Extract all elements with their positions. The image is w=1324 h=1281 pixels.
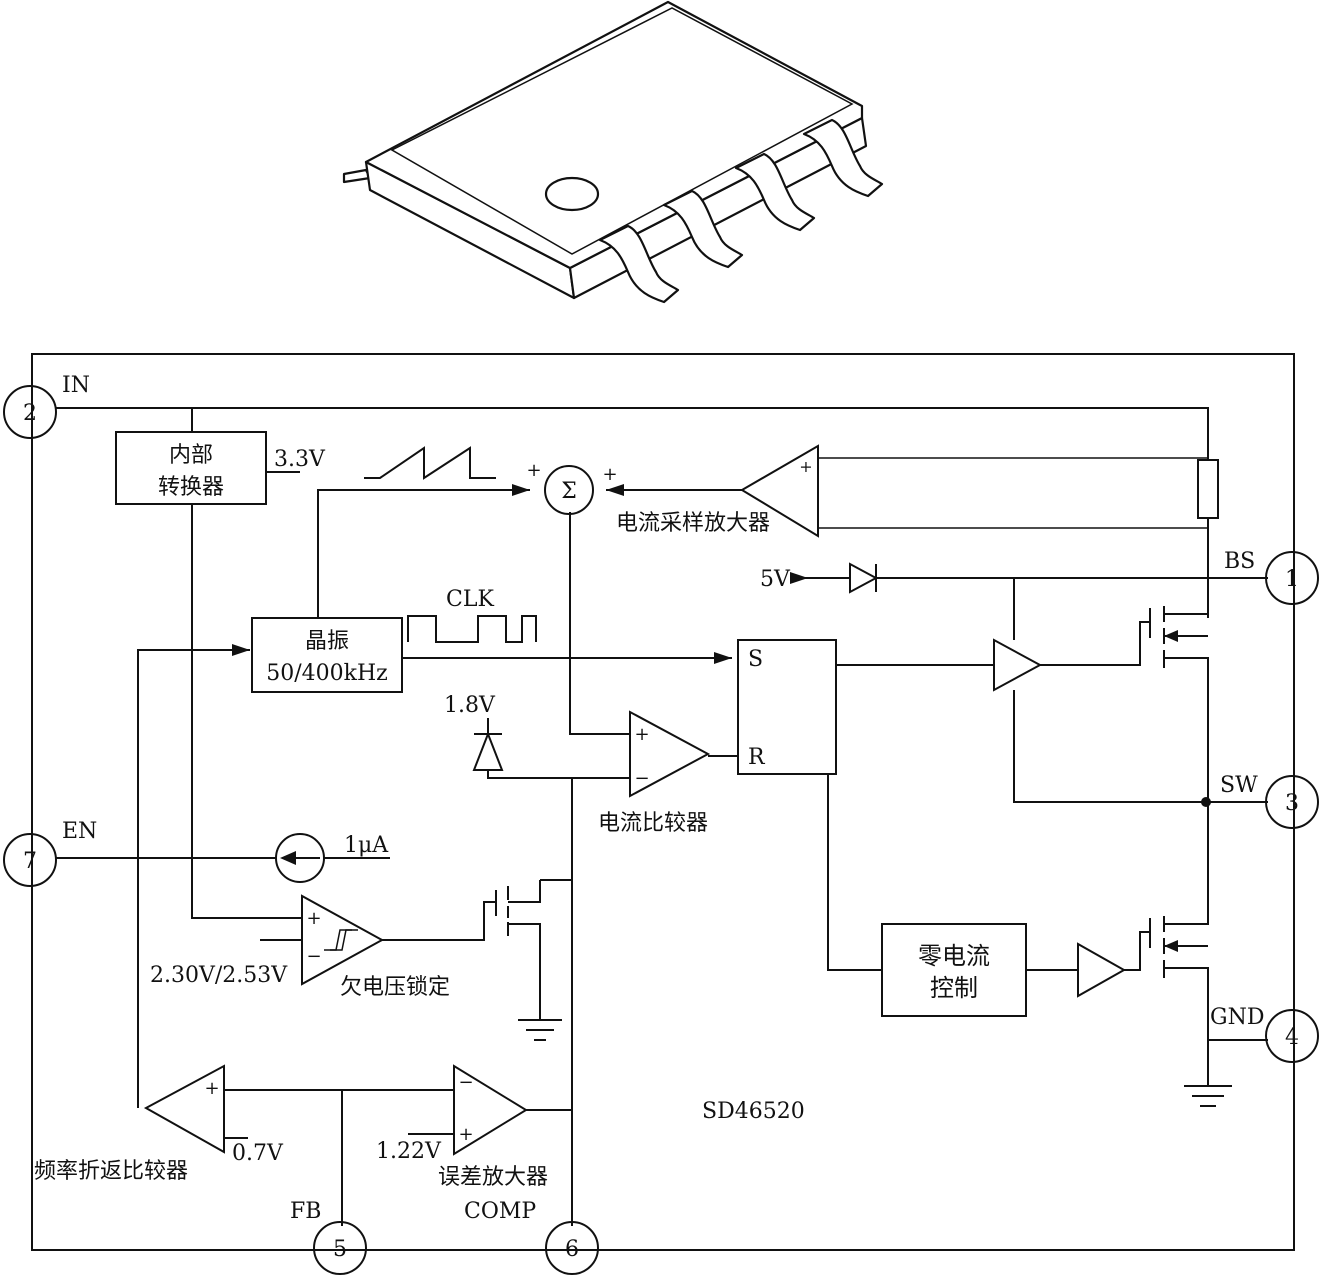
part-number: SD46520	[702, 1099, 805, 1124]
pin-3-sw: 3 SW	[1220, 773, 1319, 829]
sr-flip-flop: S R	[737, 639, 837, 775]
summer-sign-right: +	[602, 464, 617, 485]
sense-resistor	[1197, 459, 1219, 519]
pin-1-number: 1	[1285, 567, 1299, 592]
pin-3-number: 3	[1285, 791, 1299, 816]
ramp-waveform	[364, 446, 496, 480]
oscillator-block: 晶振 50/400kHz	[251, 617, 403, 693]
soic8-package-illustration	[342, 0, 884, 304]
clock-label: CLK	[446, 587, 494, 612]
high-side-driver	[993, 638, 1043, 692]
bootstrap-supply: 5V	[760, 567, 791, 592]
internal-regulator-block: 内部 转换器	[115, 431, 267, 505]
pin-6-number: 6	[565, 1237, 579, 1262]
pin-5-fb: 5 FB	[290, 1199, 367, 1275]
pin-2-in: 2 IN	[3, 373, 90, 439]
error-amp-label: 误差放大器	[438, 1165, 548, 1190]
error-amplifier: − + 1.22V 误差放大器	[376, 1064, 548, 1190]
pin-6-comp: 6 COMP	[464, 1199, 599, 1275]
current-comparator-minus: −	[634, 768, 649, 789]
flip-flop-set: S	[748, 647, 763, 672]
error-amp-minus: −	[458, 1072, 473, 1093]
bootstrap-diode: 5V	[760, 562, 879, 594]
pin-4-number: 4	[1285, 1025, 1299, 1050]
chip-boundary	[31, 353, 1295, 1251]
shutdown-mosfet	[495, 886, 509, 936]
high-side-mosfet	[1149, 606, 1209, 668]
error-amp-plus: +	[458, 1124, 473, 1145]
pin-7-number: 7	[23, 849, 37, 874]
pin-1-bs: 1 BS	[1224, 549, 1319, 605]
internal-regulator-line2: 转换器	[158, 475, 224, 500]
ground-symbol-power	[1184, 1085, 1232, 1107]
summer-symbol: Σ	[561, 479, 577, 504]
pin-5-name: FB	[290, 1199, 321, 1224]
current-comparator-plus: +	[634, 724, 649, 745]
uvlo-comparator: + − 2.30V/2.53V 欠电压锁定	[150, 894, 450, 1000]
low-side-driver	[1077, 942, 1127, 998]
clamp-diode: 1.8V	[444, 693, 504, 771]
clock-waveform	[407, 615, 537, 643]
sw-junction-dot	[1201, 797, 1211, 807]
summer-sign-left: +	[526, 460, 541, 481]
en-current-value: 1μA	[344, 833, 389, 858]
foldback-label: 频率折返比较器	[34, 1159, 188, 1184]
pin-2-name: IN	[62, 373, 90, 398]
current-comparator: + − 电流比较器	[598, 710, 711, 836]
pin-7-name: EN	[62, 819, 97, 844]
oscillator-line1: 晶振	[305, 629, 349, 654]
frequency-foldback-comparator: + 0.7V 频率折返比较器	[34, 1064, 284, 1184]
summing-junction: Σ + +	[526, 460, 618, 515]
low-side-mosfet	[1149, 916, 1209, 978]
clamp-voltage: 1.8V	[444, 693, 496, 718]
pin-3-name: SW	[1220, 773, 1258, 798]
current-comparator-label: 电流比较器	[598, 811, 708, 836]
uvlo-minus: −	[306, 946, 321, 967]
flip-flop-reset: R	[748, 745, 766, 770]
signal-arrows	[232, 484, 808, 664]
regulator-output-voltage: 3.3V	[274, 447, 326, 472]
wiring	[56, 407, 1268, 1226]
foldback-ref: 0.7V	[232, 1141, 284, 1166]
pin-6-name: COMP	[464, 1199, 536, 1224]
package-leads	[598, 118, 884, 304]
sense-amp-sign: +	[799, 457, 812, 476]
en-current-source: 1μA	[275, 833, 389, 883]
pin-4-name: GND	[1210, 1005, 1264, 1030]
internal-regulator-line1: 内部	[169, 443, 213, 468]
foldback-plus: +	[204, 1078, 219, 1099]
sense-amp-label: 电流采样放大器	[616, 511, 770, 536]
uvlo-threshold: 2.30V/2.53V	[150, 963, 288, 988]
ground-symbol-shutdown	[518, 1019, 562, 1041]
uvlo-plus: +	[306, 908, 321, 929]
pin-1-name: BS	[1224, 549, 1255, 574]
current-sense-amplifier: + 电流采样放大器	[616, 444, 819, 538]
oscillator-line2: 50/400kHz	[266, 661, 388, 686]
pin-7-en: 7 EN	[3, 819, 97, 887]
zero-current-control-block: 零电流 控制	[881, 923, 1027, 1017]
uvlo-label: 欠电压锁定	[340, 975, 450, 1000]
error-amp-ref: 1.22V	[376, 1139, 442, 1164]
pin-2-number: 2	[23, 401, 37, 426]
zero-current-line1: 零电流	[918, 942, 990, 970]
zero-current-line2: 控制	[930, 974, 978, 1002]
pin-5-number: 5	[333, 1237, 347, 1262]
pin-4-gnd: 4 GND	[1210, 1005, 1319, 1063]
